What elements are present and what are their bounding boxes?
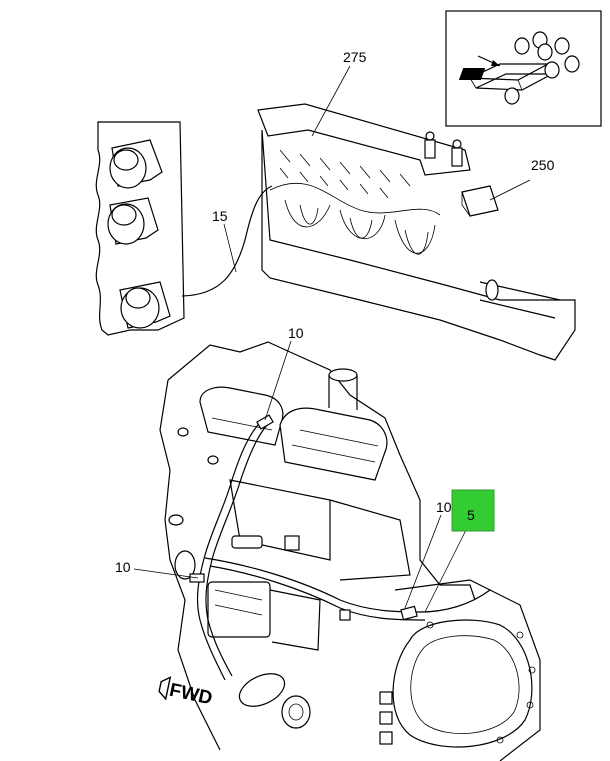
callout-275: 275 xyxy=(343,49,367,65)
engine-detail xyxy=(159,341,541,761)
callout-10-left: 10 xyxy=(115,559,131,575)
callout-15: 15 xyxy=(212,208,228,224)
callout-10-top: 10 xyxy=(288,325,304,341)
callout-5: 5 xyxy=(467,507,475,523)
callout-250: 250 xyxy=(531,157,555,173)
leader-lines xyxy=(133,65,531,613)
cab-panel-detail xyxy=(95,103,576,361)
vehicle-locator-inset xyxy=(445,10,602,127)
forward-orientation-indicator: FWD xyxy=(158,676,214,710)
fwd-label: FWD xyxy=(167,680,214,710)
forward-arrow-icon xyxy=(158,676,172,701)
highlight-callout-box xyxy=(451,489,495,532)
callout-10-right: 10 xyxy=(436,499,452,515)
